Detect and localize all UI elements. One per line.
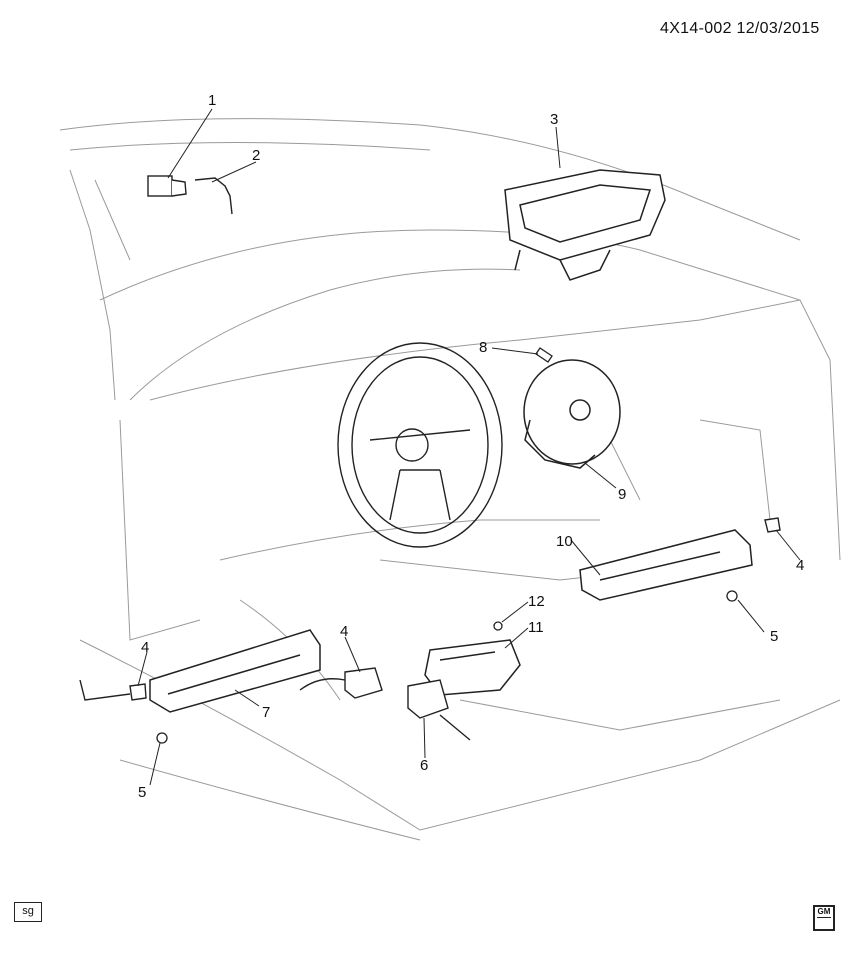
callout-5-right: 5 <box>770 628 778 645</box>
callout-8: 8 <box>479 339 487 356</box>
gm-logo-text: GM <box>817 907 831 916</box>
callout-9: 9 <box>618 486 626 503</box>
callout-4-center: 4 <box>340 623 348 640</box>
diagram-reference-code: 4X14-002 12/03/2015 <box>660 20 820 37</box>
callout-11: 11 <box>528 619 544 636</box>
gm-logo: GM <box>813 905 835 931</box>
callout-1: 1 <box>208 92 216 109</box>
callout-5-left: 5 <box>138 784 146 801</box>
callout-2: 2 <box>252 147 260 164</box>
callout-4-left: 4 <box>141 639 149 656</box>
callout-7: 7 <box>262 704 270 721</box>
callout-12: 12 <box>528 593 545 610</box>
callout-3: 3 <box>550 111 558 128</box>
callout-4-right: 4 <box>796 557 804 574</box>
callout-10: 10 <box>556 533 573 550</box>
callout-6: 6 <box>420 757 428 774</box>
sg-badge: sg <box>14 902 42 922</box>
